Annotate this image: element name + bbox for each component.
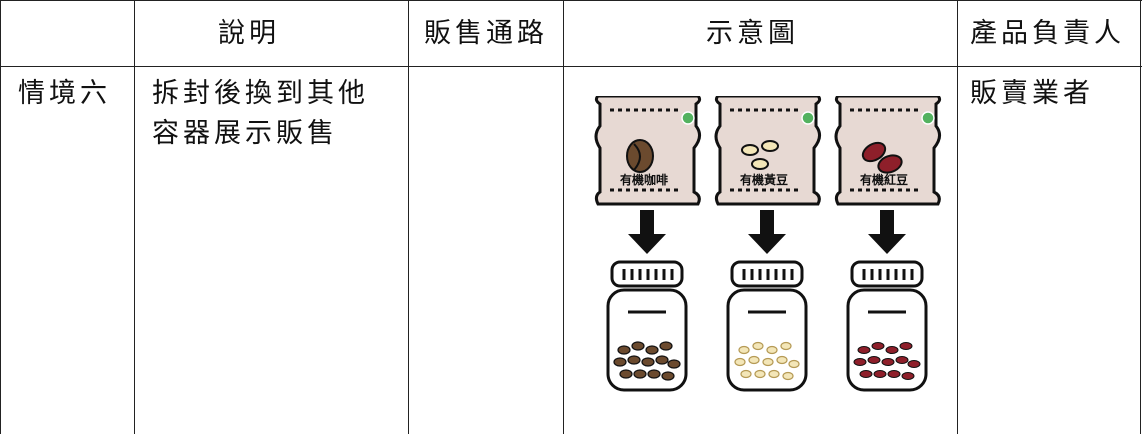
down-arrow-icon: [628, 210, 666, 254]
jar-soybean: [726, 260, 808, 392]
border-header-bottom: [0, 66, 1142, 67]
organic-badge-icon: [801, 111, 815, 125]
header-description: 說明: [218, 18, 280, 49]
bag-coffee: 有機咖啡: [594, 94, 702, 206]
row-description-line2: 容器展示販售: [152, 118, 338, 149]
jar-redbean: [846, 260, 928, 392]
arrows: [628, 210, 906, 254]
border-left: [0, 0, 1, 434]
border-top: [0, 0, 1142, 1]
row-responsible: 販賣業者: [970, 78, 1094, 109]
bag-label-soybean: 有機黃豆: [740, 172, 788, 187]
border-right: [1140, 0, 1141, 434]
border-col3: [563, 0, 564, 434]
bag-label-redbean: 有機紅豆: [860, 172, 908, 187]
bag-soybean: 有機黃豆: [714, 94, 822, 206]
header-channel: 販售通路: [424, 18, 548, 49]
jar-body: [726, 288, 808, 392]
coffee-beans: [613, 341, 681, 381]
jar-coffee: [606, 260, 688, 392]
bag-redbean: 有機紅豆: [834, 94, 942, 206]
bag-shape: [834, 94, 942, 206]
soybeans: [734, 341, 800, 381]
header-responsible: 產品負責人: [970, 18, 1125, 49]
organic-badge-icon: [681, 111, 695, 125]
down-arrow-icon: [748, 210, 786, 254]
row-description-line1: 拆封後換到其他: [152, 78, 369, 109]
red-beans: [853, 342, 921, 380]
illustration-svg: 有機咖啡 有機黃豆 有機紅豆: [594, 94, 942, 392]
border-col1: [134, 0, 135, 434]
border-col2: [408, 0, 409, 434]
red-bean-icon: [861, 141, 887, 163]
jar-body: [846, 288, 928, 392]
border-col4: [957, 0, 958, 434]
organic-badge-icon: [921, 111, 935, 125]
down-arrow-icon: [868, 210, 906, 254]
bean-transfer-illustration: 有機咖啡 有機黃豆 有機紅豆: [578, 94, 948, 396]
header-illustration: 示意圖: [706, 18, 799, 49]
jar-body: [606, 288, 688, 392]
soybean-icon: [741, 144, 759, 156]
row-scenario: 情境六: [18, 78, 111, 109]
bag-label-coffee: 有機咖啡: [620, 172, 668, 187]
